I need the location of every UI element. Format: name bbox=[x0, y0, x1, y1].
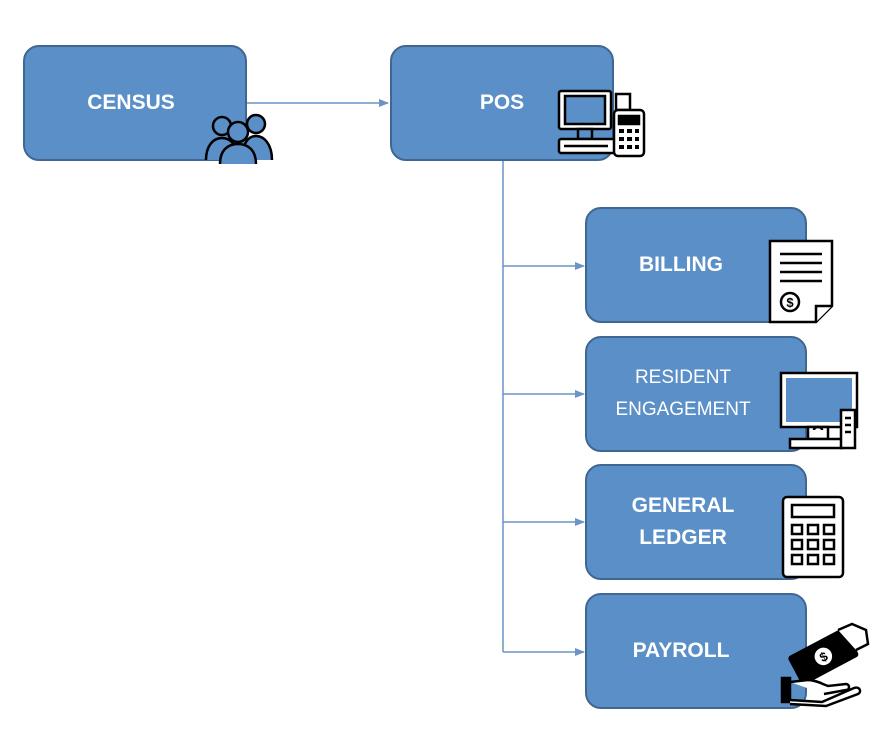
resident-label-line2: ENGAGEMENT bbox=[615, 399, 751, 420]
resident-label-line1: RESIDENT bbox=[634, 367, 732, 388]
general-ledger-box: GENERAL LEDGER bbox=[585, 464, 807, 580]
ledger-label-line2: LEDGER bbox=[639, 526, 727, 549]
ledger-label-line1: GENERAL bbox=[631, 494, 735, 517]
pos-terminal-icon bbox=[557, 89, 646, 158]
monitor-terminal-icon bbox=[779, 371, 859, 450]
census-box: CENSUS bbox=[23, 45, 247, 161]
svg-text:$: $ bbox=[786, 295, 794, 310]
people-group-icon bbox=[204, 113, 274, 164]
payroll-label: PAYROLL bbox=[632, 639, 730, 662]
payroll-box: PAYROLL bbox=[585, 593, 807, 709]
census-label: CENSUS bbox=[87, 91, 175, 114]
calculator-icon bbox=[781, 495, 845, 579]
billing-label: BILLING bbox=[639, 253, 723, 276]
resident-engagement-box: RESIDENT ENGAGEMENT bbox=[585, 336, 807, 452]
invoice-dollar-icon: $ bbox=[768, 239, 834, 324]
hand-money-icon: $ bbox=[780, 622, 870, 708]
pos-label: POS bbox=[479, 91, 525, 114]
